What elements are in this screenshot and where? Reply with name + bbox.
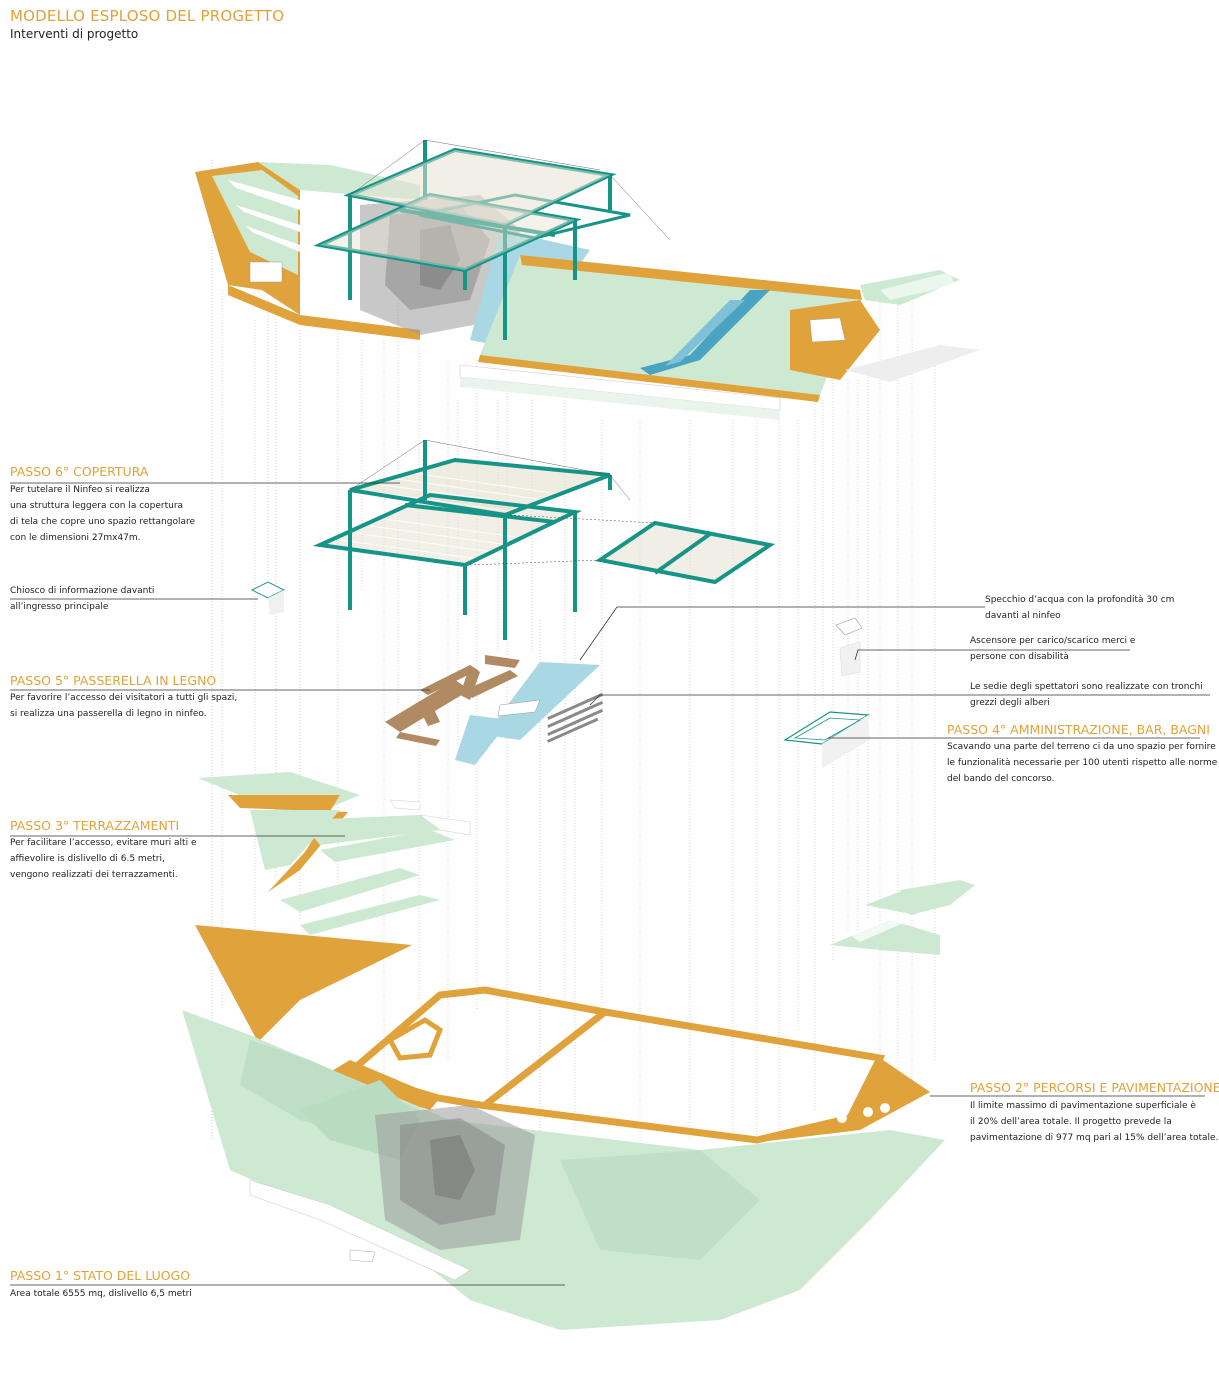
pool-annotation-line: Specchio d’acqua con la profondità 30 cm: [985, 595, 1175, 605]
step4-line: Scavando una parte del terreno ci da uno…: [947, 742, 1216, 752]
step5-line: Per favorire l’accesso dei visitatori a …: [10, 693, 238, 703]
step6-title: PASSO 6° COPERTURA: [10, 464, 149, 479]
step6-line: con le dimensioni 27mx47m.: [10, 533, 141, 543]
step5-line: si realizza una passerella di legno in n…: [10, 709, 207, 719]
step6-line: di tela che copre uno spazio rettangolar…: [10, 517, 196, 527]
step6-line: Per tutelare il Ninfeo si realizza: [10, 485, 150, 495]
step2-title: PASSO 2° PERCORSI E PAVIMENTAZIONE: [970, 1080, 1219, 1095]
step1-line: Area totale 6555 mq, dislivello 6,5 metr…: [10, 1289, 192, 1299]
elevator: [835, 617, 863, 677]
step2-description: Il limite massimo di pavimentazione supe…: [970, 1098, 1218, 1146]
step2-line: il 20% dell’area totale. Il progetto pre…: [970, 1117, 1172, 1127]
leader-lines: [10, 482, 1210, 1286]
step3-line: affievolire is dislivello di 6.5 metri,: [10, 854, 165, 864]
elevator-annotation: Ascensore per carico/scarico merci e per…: [970, 633, 1135, 665]
step3-description: Per facilitare l’accesso, evitare muri a…: [10, 835, 196, 883]
page-title: MODELLO ESPLOSO DEL PROGETTO: [10, 7, 285, 25]
pool-annotation: Specchio d’acqua con la profondità 30 cm…: [985, 592, 1174, 624]
elevator-annotation-line: Ascensore per carico/scarico merci e: [970, 636, 1136, 646]
step1-description: Area totale 6555 mq, dislivello 6,5 metr…: [10, 1286, 192, 1302]
administration-block: [783, 711, 870, 768]
projection-lines: [211, 160, 936, 1150]
reflecting-pool: [455, 662, 600, 765]
log-seats: [546, 692, 604, 743]
page-subtitle: Interventi di progetto: [10, 27, 139, 41]
info-kiosk: [250, 581, 286, 615]
seats-annotation-line: Le sedie degli spettatori sono realizzat…: [970, 682, 1203, 692]
step5-title: PASSO 5° PASSERELLA IN LEGNO: [10, 673, 217, 688]
seats-annotation: Le sedie degli spettatori sono realizzat…: [970, 679, 1203, 711]
wooden-walkway: [385, 655, 520, 746]
step2-line: Il limite massimo di pavimentazione supe…: [970, 1101, 1196, 1111]
kiosk-annotation-line: all’ingresso principale: [10, 602, 109, 612]
pool-annotation-line: davanti al ninfeo: [985, 611, 1061, 621]
roof-structure: [312, 439, 776, 640]
elevator-annotation-line: persone con disabilità: [970, 652, 1069, 662]
step3-title: PASSO 3° TERRAZZAMENTI: [10, 818, 180, 833]
kiosk-annotation-line: Chiosco di informazione davanti: [10, 586, 155, 596]
existing-site: [182, 1010, 945, 1330]
step6-description: Per tutelare il Ninfeo si realizza una s…: [10, 482, 195, 546]
step4-line: del bando del concorso.: [947, 774, 1055, 784]
assembled-model: [195, 139, 980, 420]
seats-annotation-line: grezzi degli alberi: [970, 698, 1050, 708]
step1-title: PASSO 1° STATO DEL LUOGO: [10, 1268, 191, 1283]
step2-line: pavimentazione di 977 mq pari al 15% del…: [970, 1133, 1219, 1143]
step6-line: una struttura leggera con la copertura: [10, 501, 184, 511]
step4-line: le funzionalità necessarie per 100 utent…: [947, 758, 1218, 768]
terraces: [198, 772, 975, 955]
kiosk-annotation: Chiosco di informazione davanti all’ingr…: [10, 583, 154, 615]
step5-description: Per favorire l’accesso dei visitatori a …: [10, 690, 237, 722]
step4-title: PASSO 4° AMMINISTRAZIONE, BAR, BAGNI: [947, 722, 1210, 737]
step3-line: vengono realizzati dei terrazzamenti.: [10, 870, 178, 880]
step3-line: Per facilitare l’accesso, evitare muri a…: [10, 838, 197, 848]
step4-description: Scavando una parte del terreno ci da uno…: [947, 739, 1217, 787]
